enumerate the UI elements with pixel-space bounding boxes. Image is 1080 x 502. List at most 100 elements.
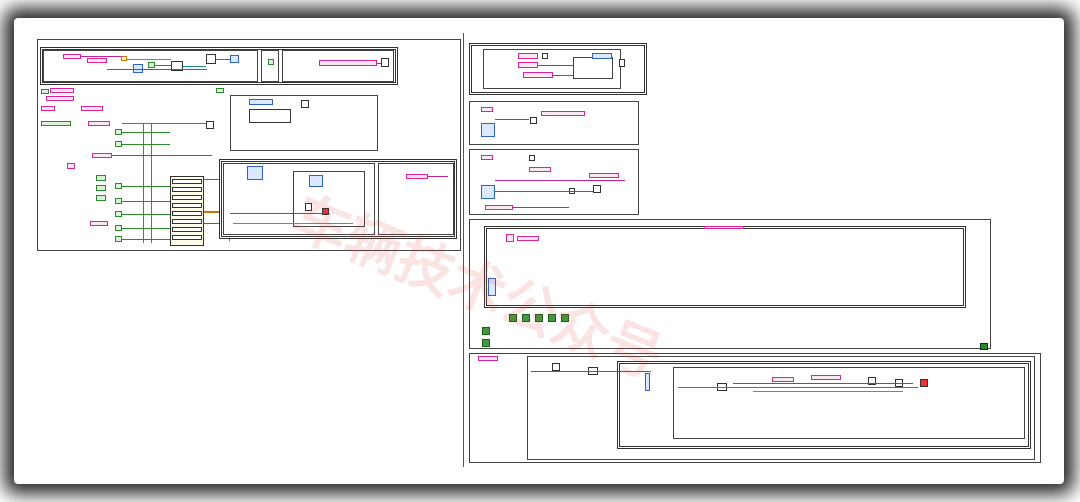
string-constant[interactable] — [506, 234, 514, 242]
left-top-sequence-frame-2[interactable] — [261, 50, 279, 82]
right-while-loop[interactable] — [484, 226, 966, 308]
property-node-icon[interactable] — [592, 53, 612, 59]
string-constant[interactable] — [406, 174, 428, 179]
boolean-terminal-icon[interactable] — [522, 314, 530, 322]
string-constant[interactable] — [319, 60, 377, 66]
boolean-terminal-icon[interactable] — [115, 211, 122, 217]
property-node-icon[interactable] — [249, 109, 291, 123]
property-row[interactable] — [172, 235, 202, 240]
string-constant[interactable] — [88, 121, 110, 126]
string-constant[interactable] — [811, 375, 841, 380]
subvi-icon[interactable] — [133, 64, 143, 73]
string-constant[interactable] — [87, 58, 107, 63]
reference-wire — [143, 123, 144, 243]
boolean-terminal-icon[interactable] — [115, 129, 122, 135]
string-constant[interactable] — [772, 377, 794, 382]
string-constant[interactable] — [63, 54, 81, 59]
subvi-icon[interactable] — [206, 54, 216, 64]
string-constant[interactable] — [529, 167, 551, 172]
right-sequence-3[interactable] — [469, 149, 639, 215]
right-bottom-inner-case[interactable] — [673, 367, 1025, 439]
boolean-terminal-icon[interactable] — [115, 198, 122, 204]
string-constant[interactable] — [92, 153, 112, 158]
subvi-icon[interactable] — [481, 185, 495, 199]
subvi-icon[interactable] — [619, 59, 625, 67]
boolean-terminal-icon[interactable] — [96, 185, 106, 191]
left-inner-case[interactable] — [293, 171, 365, 227]
boolean-terminal-icon[interactable] — [96, 195, 106, 201]
string-constant[interactable] — [589, 173, 619, 178]
subvi-icon[interactable] — [920, 379, 928, 387]
subvi-icon[interactable] — [305, 203, 312, 211]
string-constant[interactable] — [481, 107, 493, 112]
property-node-icon[interactable] — [249, 99, 273, 105]
subvi-icon[interactable] — [171, 61, 183, 71]
string-constant[interactable] — [481, 155, 493, 160]
boolean-terminal-icon[interactable] — [561, 314, 569, 322]
boolean-terminal-icon[interactable] — [482, 339, 490, 347]
boolean-terminal-icon[interactable] — [268, 59, 274, 65]
boolean-terminal-icon[interactable] — [115, 183, 122, 189]
boolean-terminal-icon[interactable] — [41, 121, 71, 126]
loop-resize-handle[interactable] — [980, 343, 988, 350]
right-top-case[interactable] — [573, 57, 613, 79]
boolean-terminal-icon[interactable] — [548, 314, 556, 322]
subvi-icon[interactable] — [529, 155, 535, 161]
subvi-icon[interactable] — [868, 377, 876, 385]
boolean-terminal-icon[interactable] — [216, 88, 224, 93]
property-node-icon[interactable] — [645, 373, 650, 391]
string-wire — [107, 69, 207, 70]
property-row[interactable] — [172, 203, 202, 208]
string-constant[interactable] — [518, 62, 538, 68]
subvi-icon[interactable] — [309, 175, 323, 187]
boolean-terminal-icon[interactable] — [41, 89, 49, 94]
subvi-icon[interactable] — [230, 55, 239, 63]
subvi-icon[interactable] — [322, 208, 329, 215]
string-constant[interactable] — [478, 356, 498, 361]
reference-wire — [122, 123, 210, 124]
string-wire — [230, 213, 330, 214]
property-row[interactable] — [172, 187, 202, 192]
boolean-terminal-icon[interactable] — [115, 236, 122, 242]
string-constant[interactable] — [523, 72, 553, 78]
subvi-icon[interactable] — [381, 58, 389, 67]
subvi-icon[interactable] — [593, 185, 601, 193]
numeric-constant[interactable] — [121, 56, 127, 61]
boolean-terminal-icon[interactable] — [115, 141, 122, 147]
subvi-icon[interactable] — [481, 123, 495, 137]
subvi-icon[interactable] — [542, 53, 548, 59]
string-constant[interactable] — [41, 106, 55, 111]
string-wire — [495, 191, 593, 192]
string-constant[interactable] — [517, 236, 539, 241]
string-constant[interactable] — [81, 106, 103, 111]
string-constant[interactable] — [50, 88, 74, 93]
right-sequence-2[interactable] — [469, 101, 639, 145]
subvi-icon[interactable] — [206, 121, 214, 129]
property-row[interactable] — [172, 195, 202, 200]
boolean-terminal-icon[interactable] — [115, 225, 122, 231]
string-constant[interactable] — [46, 96, 74, 101]
string-constant[interactable] — [67, 163, 75, 169]
string-constant[interactable] — [541, 111, 585, 116]
boolean-terminal-icon[interactable] — [482, 327, 490, 335]
property-row[interactable] — [172, 211, 202, 216]
property-node-icon[interactable] — [488, 278, 496, 296]
string-constant[interactable] — [704, 226, 744, 229]
string-constant[interactable] — [485, 205, 513, 210]
boolean-wire — [122, 201, 170, 202]
subvi-icon[interactable] — [552, 363, 560, 371]
property-row[interactable] — [172, 219, 202, 224]
property-row[interactable] — [172, 227, 202, 232]
left-top-sequence-frame-3[interactable] — [282, 50, 394, 82]
boolean-terminal-icon[interactable] — [148, 62, 155, 68]
boolean-terminal-icon[interactable] — [509, 314, 517, 322]
boolean-terminal-icon[interactable] — [535, 314, 543, 322]
subvi-icon[interactable] — [247, 166, 263, 180]
property-row[interactable] — [172, 179, 202, 184]
boolean-terminal-icon[interactable] — [96, 175, 106, 181]
string-constant[interactable] — [90, 221, 108, 226]
subvi-icon[interactable] — [530, 117, 537, 124]
string-wire — [531, 371, 651, 372]
string-constant[interactable] — [518, 53, 538, 59]
subvi-icon[interactable] — [301, 100, 309, 108]
